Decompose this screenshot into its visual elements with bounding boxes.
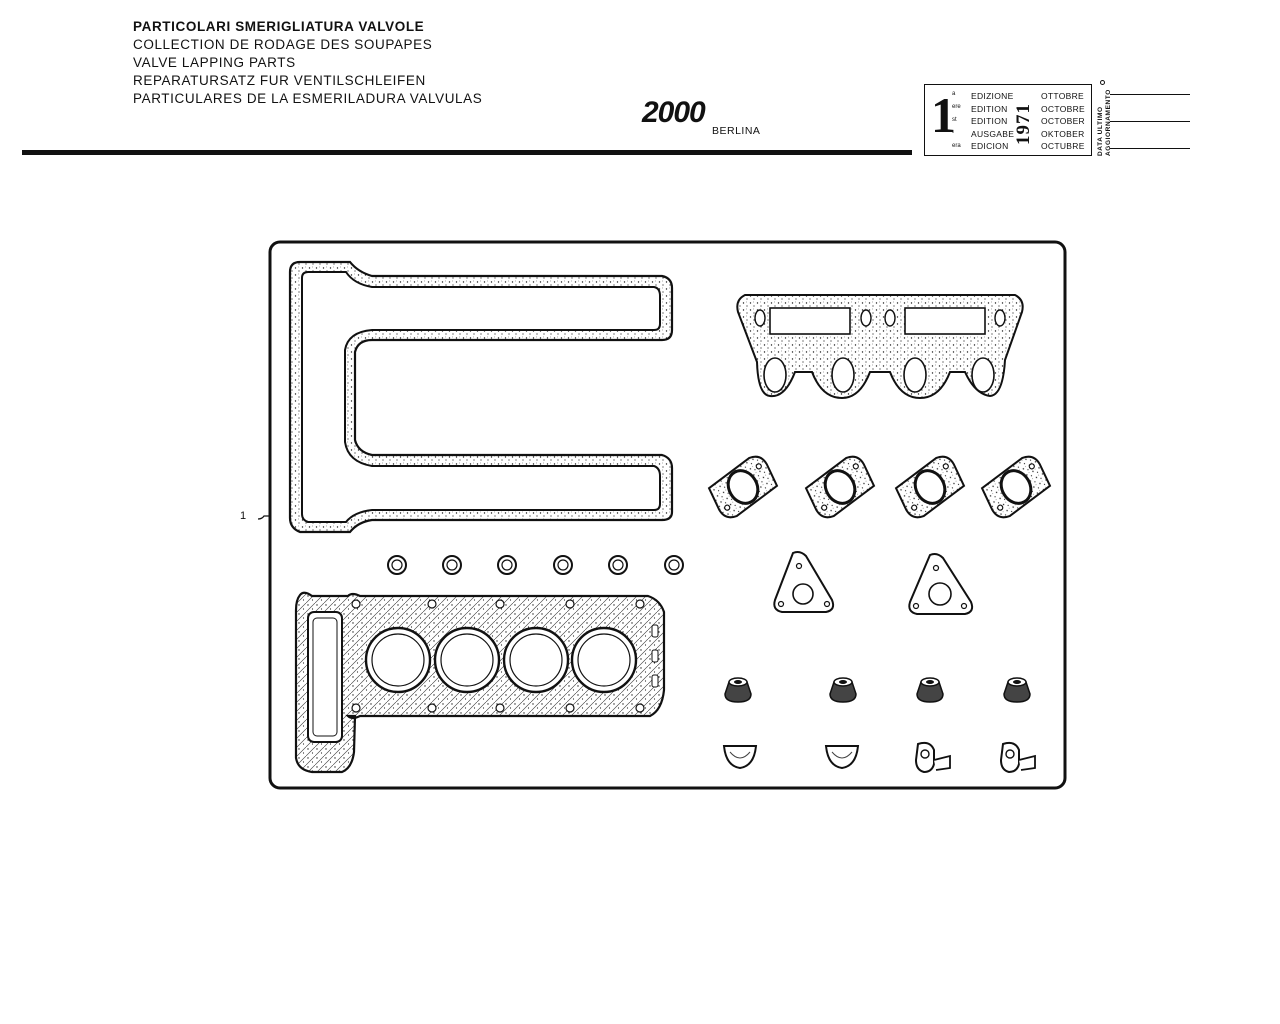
edition-suffix: ere [952, 104, 961, 110]
exhaust-port-gasket [707, 455, 779, 519]
edition-word: EDIZIONE [971, 91, 1014, 101]
parts-diagram [257, 240, 1067, 790]
intake-manifold-gasket [736, 294, 1024, 400]
model-logo: 2000 BERLINA [640, 100, 770, 137]
valve-stem-seal [916, 677, 944, 703]
title-spanish: PARTICULARES DE LA ESMERILADURA VALVULAS [133, 91, 483, 106]
last-update-label-line: DATA ULTIMO [1097, 106, 1104, 156]
valve-seal-ring [497, 555, 517, 575]
valve-stem-seal [1003, 677, 1031, 703]
kit-outline [268, 240, 1067, 790]
last-update-label: DATA ULTIMO AGGIORNAMENTO [1097, 89, 1113, 156]
valve-cotter-half [722, 745, 758, 770]
edition-suffix: a [952, 91, 956, 97]
update-line [1110, 94, 1190, 95]
triangular-flange-gasket [773, 551, 835, 613]
edition-month: OCTUBRE [1041, 141, 1085, 152]
title-french: COLLECTION DE RODAGE DES SOUPAPES [133, 37, 433, 52]
exhaust-port-gasket [894, 455, 966, 519]
update-marker-icon [1100, 80, 1105, 85]
edition-month: OCTOBRE [1041, 103, 1085, 114]
model-variant: BERLINA [712, 125, 761, 137]
edition-numeral: 1 [931, 87, 956, 143]
valve-stem-seal [829, 677, 857, 703]
title-italian: PARTICOLARI SMERIGLIATURA VALVOLE [133, 19, 425, 34]
valve-seal-ring [553, 555, 573, 575]
update-line [1110, 148, 1190, 149]
last-update-label-line: AGGIORNAMENTO [1105, 89, 1112, 156]
edition-word: EDITION [971, 103, 1008, 114]
update-line [1110, 121, 1190, 122]
edition-suffix: - [952, 130, 954, 136]
exhaust-port-gasket [980, 455, 1052, 519]
edition-word: EDICION [971, 141, 1009, 152]
title-german: REPARATURSATZ FUR VENTILSCHLEIFEN [133, 73, 426, 88]
edition-month: OTTOBRE [1041, 91, 1085, 101]
edition-box: 1 a ere st - era EDIZIONE EDITION EDITIO… [924, 84, 1092, 156]
model-name: 2000 [641, 100, 706, 126]
edition-word: AUSGABE [971, 128, 1015, 139]
callout-leader [257, 515, 270, 520]
valve-cotter-half [824, 745, 860, 770]
title-block: PARTICOLARI SMERIGLIATURA VALVOLE COLLEC… [133, 18, 482, 108]
cylinder-head-gasket [294, 591, 666, 774]
valve-seal-ring [387, 555, 407, 575]
edition-month: OCTOBER [1041, 116, 1085, 127]
header-rule [22, 150, 912, 155]
callout-label: 1 [240, 510, 247, 522]
edition-word: EDITION [971, 116, 1008, 127]
triangular-flange-gasket [908, 553, 974, 615]
valve-stem-seal [724, 677, 752, 703]
valve-seal-ring [442, 555, 462, 575]
valve-seal-ring [664, 555, 684, 575]
title-english: VALVE LAPPING PARTS [133, 55, 296, 70]
edition-suffix: st [952, 117, 957, 123]
model-name-logo: 2000 [641, 100, 707, 126]
valve-seal-ring [608, 555, 628, 575]
rocker-cover-gasket [288, 260, 674, 534]
edition-month: OKTOBER [1041, 128, 1085, 139]
edition-months: OTTOBRE OCTOBRE OCTOBER OKTOBER OCTUBRE [1041, 90, 1085, 153]
edition-suffix: era [952, 143, 961, 149]
lock-tab-washer [914, 741, 951, 774]
exhaust-port-gasket [804, 455, 876, 519]
edition-year: 1971 [1013, 103, 1034, 145]
edition-words: EDIZIONE EDITION EDITION AUSGABE EDICION [971, 90, 1014, 153]
lock-tab-washer [999, 741, 1036, 774]
